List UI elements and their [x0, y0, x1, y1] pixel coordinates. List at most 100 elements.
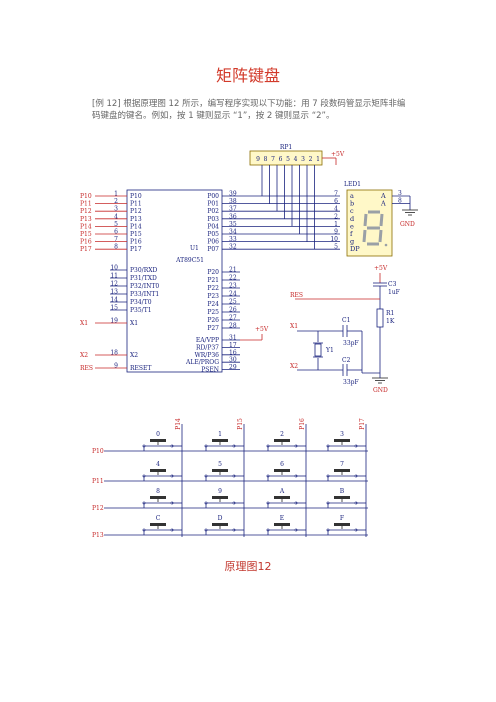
- rp1-pin-number: 6: [279, 156, 283, 163]
- key-cap: [274, 469, 290, 472]
- net-label-x1-right: X1: [290, 323, 298, 330]
- key-label-5: 5: [218, 461, 222, 468]
- key-cap: [150, 523, 166, 526]
- pin-label-ctrl: PSEN: [201, 367, 219, 374]
- pin-label-p2: P20: [207, 269, 219, 276]
- pin-label-p2: P23: [207, 293, 219, 300]
- pin-number: 24: [229, 291, 237, 298]
- y1-body: [314, 343, 322, 357]
- led-seg-label: c: [350, 207, 354, 215]
- pin-label-p10: P10: [130, 193, 142, 200]
- rp1-pin-number: 5: [286, 156, 290, 163]
- key-label-3: 3: [340, 431, 344, 438]
- pin-label-p11: P11: [130, 201, 142, 208]
- c1-refdes: C1: [342, 317, 350, 324]
- key-label-f: F: [340, 515, 344, 522]
- pin-label-p3: P32/INT0: [130, 283, 159, 290]
- key-label-b: B: [340, 488, 345, 495]
- figure-caption: 原理图12: [224, 560, 272, 573]
- pin-number: 2: [114, 198, 118, 205]
- rp1-pin-number: 3: [301, 156, 305, 163]
- pin-number: 27: [229, 315, 237, 322]
- net-label-p14: P14: [80, 223, 92, 230]
- pin-label-reset: RESET: [130, 365, 151, 372]
- led-pin-number: 7: [334, 191, 338, 198]
- led-pin-number: 1: [334, 221, 338, 228]
- net-label-p13: P13: [80, 216, 92, 223]
- rp1-pin-number: 2: [309, 156, 313, 163]
- c3-value: 1uF: [388, 289, 400, 296]
- led-pin-number: 9: [334, 229, 338, 236]
- key-label-2: 2: [280, 431, 284, 438]
- led-pin-number: 10: [330, 236, 338, 243]
- pin-number: 1: [114, 191, 118, 198]
- mcu-refdes: U1: [190, 245, 199, 252]
- key-label-4: 4: [156, 461, 160, 468]
- pin-number: 38: [229, 198, 237, 205]
- keypad-row-label-p10: P10: [92, 448, 104, 455]
- led-pin-number: 5: [334, 244, 338, 251]
- pin-label-p3: P31/TXD: [130, 275, 157, 282]
- pin-label-p3: P33/INT1: [130, 291, 159, 298]
- pin-label-p12: P12: [130, 208, 142, 215]
- led-refdes: LED1: [344, 181, 361, 188]
- key-cap: [334, 439, 350, 442]
- pin-number: 18: [110, 350, 118, 357]
- vcc-label-reset: +5V: [374, 265, 388, 272]
- pin-label-ctrl: RD/P37: [196, 344, 219, 351]
- pin-number: 14: [110, 297, 118, 304]
- pin-number: 31: [229, 335, 237, 342]
- led-pin-number: 4: [334, 206, 338, 213]
- pin-label-p0: P07: [207, 246, 219, 253]
- net-label-p16: P16: [80, 239, 92, 246]
- gnd-label-led: GND: [400, 221, 415, 228]
- net-label-x2-right: X2: [290, 363, 298, 370]
- keypad-row-label-p11: P11: [92, 478, 104, 485]
- c2-value: 33pF: [343, 379, 359, 386]
- pin-label-p2: P22: [207, 285, 219, 292]
- pin-number: 17: [229, 342, 237, 349]
- page-title: 矩阵键盘: [215, 66, 280, 85]
- key-label-d: D: [218, 515, 223, 522]
- net-label-x2: X2: [80, 352, 88, 359]
- mcu-part-name: AT89C51: [175, 257, 204, 264]
- key-cap: [212, 469, 228, 472]
- key-label-c: C: [156, 515, 161, 522]
- pin-number: 3: [114, 206, 118, 213]
- pin-label-p0: P03: [207, 216, 219, 223]
- pin-number: 15: [110, 305, 118, 312]
- pin-number: 9: [114, 363, 118, 370]
- pin-label-p0: P06: [207, 239, 219, 246]
- pin-label-p3: P34/T0: [130, 299, 152, 306]
- pin-number: 26: [229, 307, 237, 314]
- key-label-e: E: [280, 515, 284, 522]
- key-label-1: 1: [218, 431, 222, 438]
- problem-paragraph: [例 12] 根据原理图 12 所示，编写程序实现以下功能：用 7 段数码管显示…: [92, 99, 406, 121]
- key-cap: [212, 439, 228, 442]
- rp1-pin-number: 1: [316, 156, 320, 163]
- led-seg-label: d: [350, 215, 354, 223]
- pin-number: 35: [229, 221, 237, 228]
- led-seg-label: DP: [350, 245, 360, 253]
- rp1-refdes: RP1: [280, 144, 292, 151]
- key-label-9: 9: [218, 488, 222, 495]
- pin-label-ctrl: ALE/PROG: [185, 359, 219, 366]
- y1-refdes: Y1: [325, 347, 334, 354]
- key-label-8: 8: [156, 488, 160, 495]
- led-pin-number: 6: [334, 198, 338, 205]
- pin-label-p14: P14: [130, 223, 142, 230]
- pin-label-ctrl: WR/P36: [195, 352, 220, 359]
- seven-seg-segment: [362, 229, 367, 243]
- key-cap: [150, 496, 166, 499]
- pin-label-p0: P00: [207, 193, 219, 200]
- c3-refdes: C3: [388, 281, 397, 288]
- net-label-p17: P17: [80, 246, 92, 253]
- led-seg-label: g: [350, 238, 354, 246]
- pin-number: 39: [229, 191, 237, 198]
- keypad-row-label-p12: P12: [92, 505, 104, 512]
